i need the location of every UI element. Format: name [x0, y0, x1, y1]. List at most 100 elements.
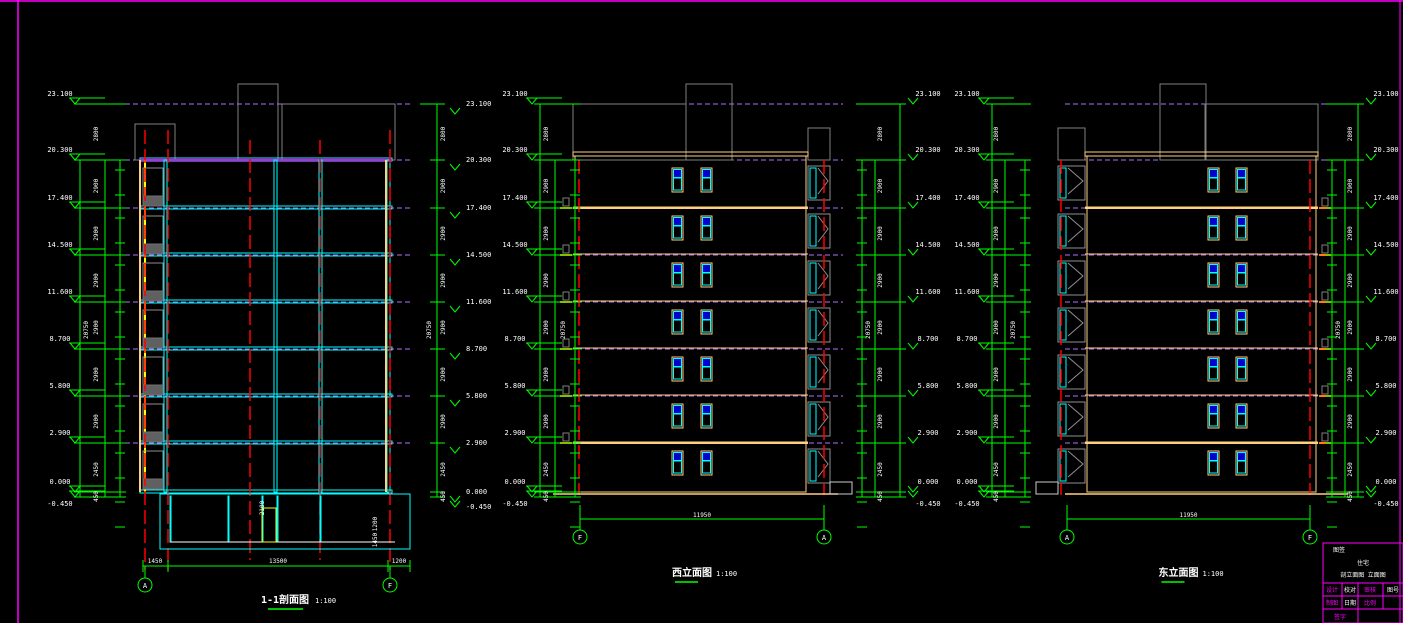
window-frame — [1235, 356, 1248, 382]
floor-dimension-label: 2900 — [93, 273, 100, 288]
floor-dimension-label: 2900 — [877, 226, 884, 241]
floor-dimension-label: 2900 — [993, 178, 1000, 193]
level-label: 5.800 — [956, 382, 977, 390]
level-label: 14.500 — [502, 241, 527, 249]
stair-glazing — [809, 403, 817, 435]
level-label: 0.000 — [466, 488, 487, 496]
stair-glazing — [809, 215, 817, 247]
level-label: 17.400 — [915, 194, 940, 202]
window-glazing — [1237, 225, 1246, 239]
floor-dimension-label: 450 — [993, 491, 1000, 502]
bottom-dimension: 13500 — [269, 558, 287, 565]
level-label: 11.600 — [1373, 288, 1398, 296]
level-label: 8.700 — [466, 345, 487, 353]
window-frame — [1235, 309, 1248, 335]
level-label: 23.100 — [502, 90, 527, 98]
level-symbol-icon — [69, 295, 81, 303]
level-symbol-icon — [449, 446, 461, 454]
stair-window-opening — [817, 262, 829, 290]
level-symbol-icon — [449, 352, 461, 360]
level-symbol-icon — [978, 342, 990, 350]
stair-roof — [1057, 127, 1086, 161]
wall-section — [273, 159, 278, 493]
basement-wall — [227, 495, 230, 543]
grid-axis-label: A — [143, 582, 148, 590]
level-symbol-icon — [449, 495, 461, 503]
total-height-dimension: 20750 — [83, 321, 90, 339]
floor-dimension-label: 2900 — [440, 226, 447, 241]
window-transom — [702, 169, 711, 178]
window-transom — [702, 217, 711, 226]
floor-dimension-label: 2450 — [1347, 462, 1354, 477]
level-label: 5.800 — [466, 392, 487, 400]
basement-dimension: 2100 — [259, 500, 266, 515]
window-transom — [1237, 405, 1246, 414]
stair-glazing — [1059, 167, 1067, 199]
stair-glazing — [809, 167, 817, 199]
stair-glazing — [1059, 356, 1067, 388]
total-height-dimension: 20750 — [1335, 321, 1342, 339]
floor-dimension-label: 2900 — [440, 414, 447, 429]
stair-window — [807, 307, 831, 343]
level-label: 2.900 — [956, 429, 977, 437]
level-label: 11.600 — [502, 288, 527, 296]
level-symbol-icon — [978, 201, 990, 209]
level-symbol-icon — [526, 153, 538, 161]
window-glazing — [1237, 319, 1246, 333]
window-transom — [702, 358, 711, 367]
window-glazing — [673, 460, 682, 474]
level-label: 8.700 — [956, 335, 977, 343]
window-glazing — [702, 460, 711, 474]
air-conditioner-bracket — [1321, 385, 1329, 395]
stair-tower-roof — [685, 83, 733, 161]
level-label: -0.450 — [954, 500, 979, 508]
level-symbol-icon — [526, 248, 538, 256]
window-glazing — [1209, 177, 1218, 191]
level-symbol-icon — [907, 389, 919, 397]
level-symbol-icon — [1365, 389, 1377, 397]
stair-window — [1057, 307, 1086, 343]
level-label: 2.900 — [49, 429, 70, 437]
window-glazing — [702, 413, 711, 427]
level-symbol-icon — [526, 485, 538, 493]
floor-dimension-label: 2900 — [1347, 414, 1354, 429]
roof-parapet — [281, 103, 396, 161]
level-label: 11.600 — [954, 288, 979, 296]
level-symbol-icon — [1365, 201, 1377, 209]
roof-cornice — [572, 151, 809, 157]
stair-window — [1057, 401, 1086, 437]
title-block-cell: 校对 — [1344, 586, 1356, 594]
grid-axis-bubble — [382, 577, 398, 593]
floor-dimension-label: 2900 — [543, 320, 550, 335]
stair-window-opening — [1067, 356, 1084, 384]
air-conditioner-bracket — [562, 385, 570, 395]
window-transom — [673, 217, 682, 226]
level-label: 20.300 — [47, 146, 72, 154]
level-label: 8.700 — [1375, 335, 1396, 343]
level-label: 14.500 — [466, 251, 491, 259]
window-frame — [1235, 450, 1248, 476]
level-symbol-icon — [526, 97, 538, 105]
level-label: 20.300 — [1373, 146, 1398, 154]
floor-dimension-label: 2900 — [877, 273, 884, 288]
elevation-title: 西立面图 — [672, 566, 712, 579]
window-transom — [1237, 311, 1246, 320]
window-transom — [673, 358, 682, 367]
total-height-dimension: 20750 — [560, 321, 567, 339]
basement-door — [261, 507, 277, 543]
level-label: 17.400 — [954, 194, 979, 202]
grid-axis-bubble — [1302, 529, 1318, 545]
window-frame — [1207, 450, 1220, 476]
stair-window — [1057, 213, 1086, 249]
grid-axis-bubble — [572, 529, 588, 545]
window-frame — [671, 215, 684, 241]
floor-dimension-label: 450 — [1347, 491, 1354, 502]
level-label: 0.000 — [1375, 478, 1396, 486]
window-frame — [1207, 356, 1220, 382]
air-conditioner-bracket — [562, 244, 570, 254]
window-glazing — [673, 177, 682, 191]
stair-window-opening — [817, 356, 829, 384]
window-transom — [673, 169, 682, 178]
level-symbol-icon — [69, 248, 81, 256]
grid-axis-label: F — [1308, 534, 1312, 542]
